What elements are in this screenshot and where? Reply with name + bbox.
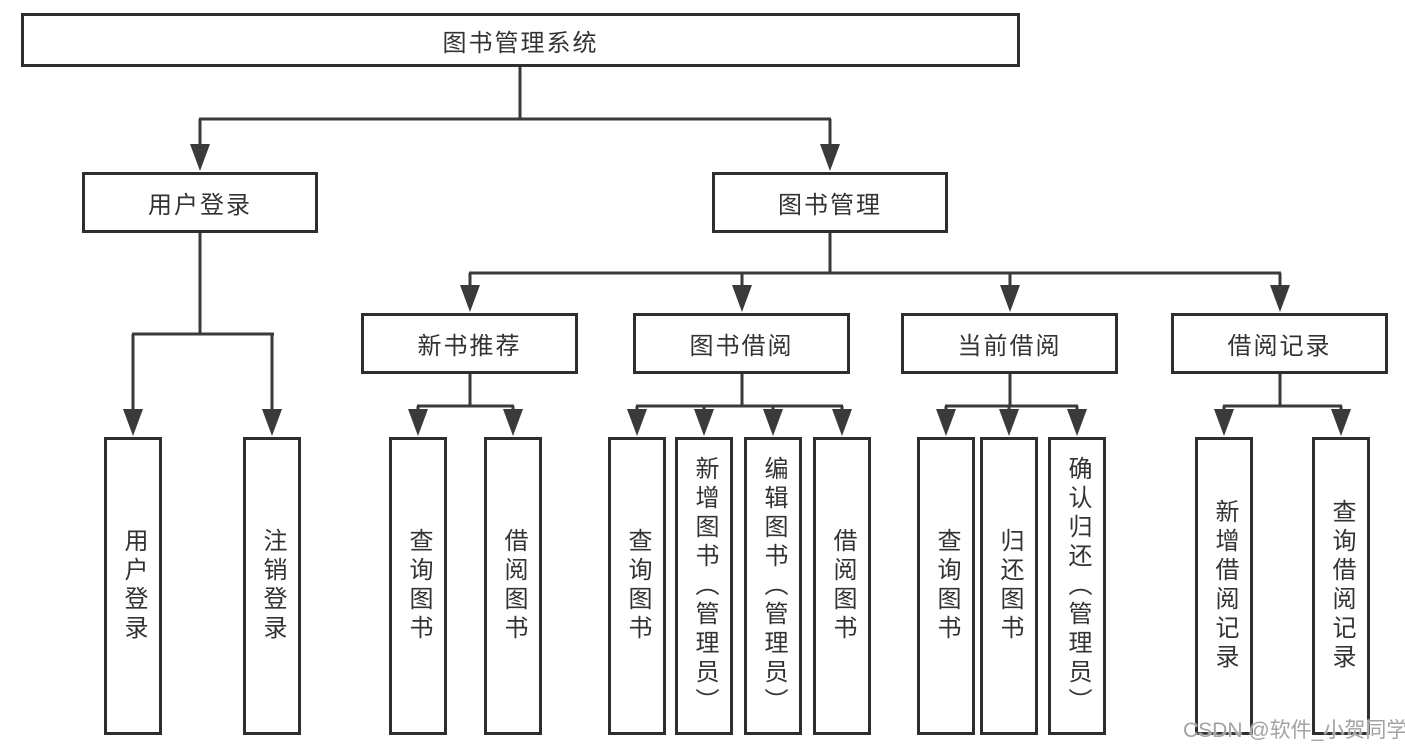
leaf-records-add-record: 新增借阅记录: [1195, 437, 1253, 735]
leaf-recommend-query-books-label: 查询图书: [405, 528, 432, 644]
leaf-borrowing-query-books: 查询图书: [608, 437, 666, 735]
leaf-user-login-label: 用户登录: [120, 528, 147, 644]
leaf-logout: 注销登录: [243, 437, 301, 735]
leaf-recommend-borrow-books-label: 借阅图书: [500, 528, 527, 644]
node-current-borrowing: 当前借阅: [901, 313, 1118, 374]
node-borrowing-records-label: 借阅记录: [1227, 333, 1332, 360]
leaf-records-query-record-label: 查询借阅记录: [1328, 499, 1355, 673]
node-user-login: 用户登录: [82, 172, 318, 233]
leaf-borrowing-edit-books-admin-label: 编辑图书（管理员）: [760, 455, 787, 717]
leaf-recommend-query-books: 查询图书: [389, 437, 447, 735]
node-book-management: 图书管理: [712, 172, 948, 233]
node-book-borrowing-label: 图书借阅: [689, 333, 794, 360]
node-root-label: 图书管理系统: [442, 29, 599, 57]
leaf-user-login: 用户登录: [104, 437, 162, 735]
node-book-borrowing: 图书借阅: [633, 313, 850, 374]
node-book-management-label: 图书管理: [778, 192, 882, 219]
leaf-borrowing-query-books-label: 查询图书: [624, 528, 651, 644]
node-borrowing-records: 借阅记录: [1171, 313, 1388, 374]
leaf-logout-label: 注销登录: [259, 528, 286, 644]
leaf-borrowing-edit-books-admin: 编辑图书（管理员）: [744, 437, 802, 735]
leaf-current-confirm-return-admin: 确认归还（管理员）: [1048, 437, 1106, 735]
leaf-borrowing-borrow-books: 借阅图书: [813, 437, 871, 735]
leaf-recommend-borrow-books: 借阅图书: [484, 437, 542, 735]
node-new-book-recommend: 新书推荐: [361, 313, 578, 374]
leaf-borrowing-add-books-admin-label: 新增图书（管理员）: [691, 455, 718, 717]
leaf-records-query-record: 查询借阅记录: [1312, 437, 1370, 735]
leaf-current-query-books: 查询图书: [917, 437, 975, 735]
leaf-borrowing-add-books-admin: 新增图书（管理员）: [675, 437, 733, 735]
leaf-current-confirm-return-admin-label: 确认归还（管理员）: [1064, 455, 1091, 717]
leaf-borrowing-borrow-books-label: 借阅图书: [829, 528, 856, 644]
leaf-records-add-record-label: 新增借阅记录: [1211, 499, 1238, 673]
leaf-current-return-books-label: 归还图书: [996, 528, 1023, 644]
node-root-system: 图书管理系统: [21, 13, 1020, 67]
node-new-book-recommend-label: 新书推荐: [417, 333, 522, 360]
node-user-login-label: 用户登录: [148, 192, 252, 219]
leaf-current-query-books-label: 查询图书: [933, 528, 960, 644]
node-current-borrowing-label: 当前借阅: [957, 333, 1062, 360]
leaf-current-return-books: 归还图书: [980, 437, 1038, 735]
csdn-watermark: CSDN @软件_小贺同学: [1183, 719, 1405, 742]
